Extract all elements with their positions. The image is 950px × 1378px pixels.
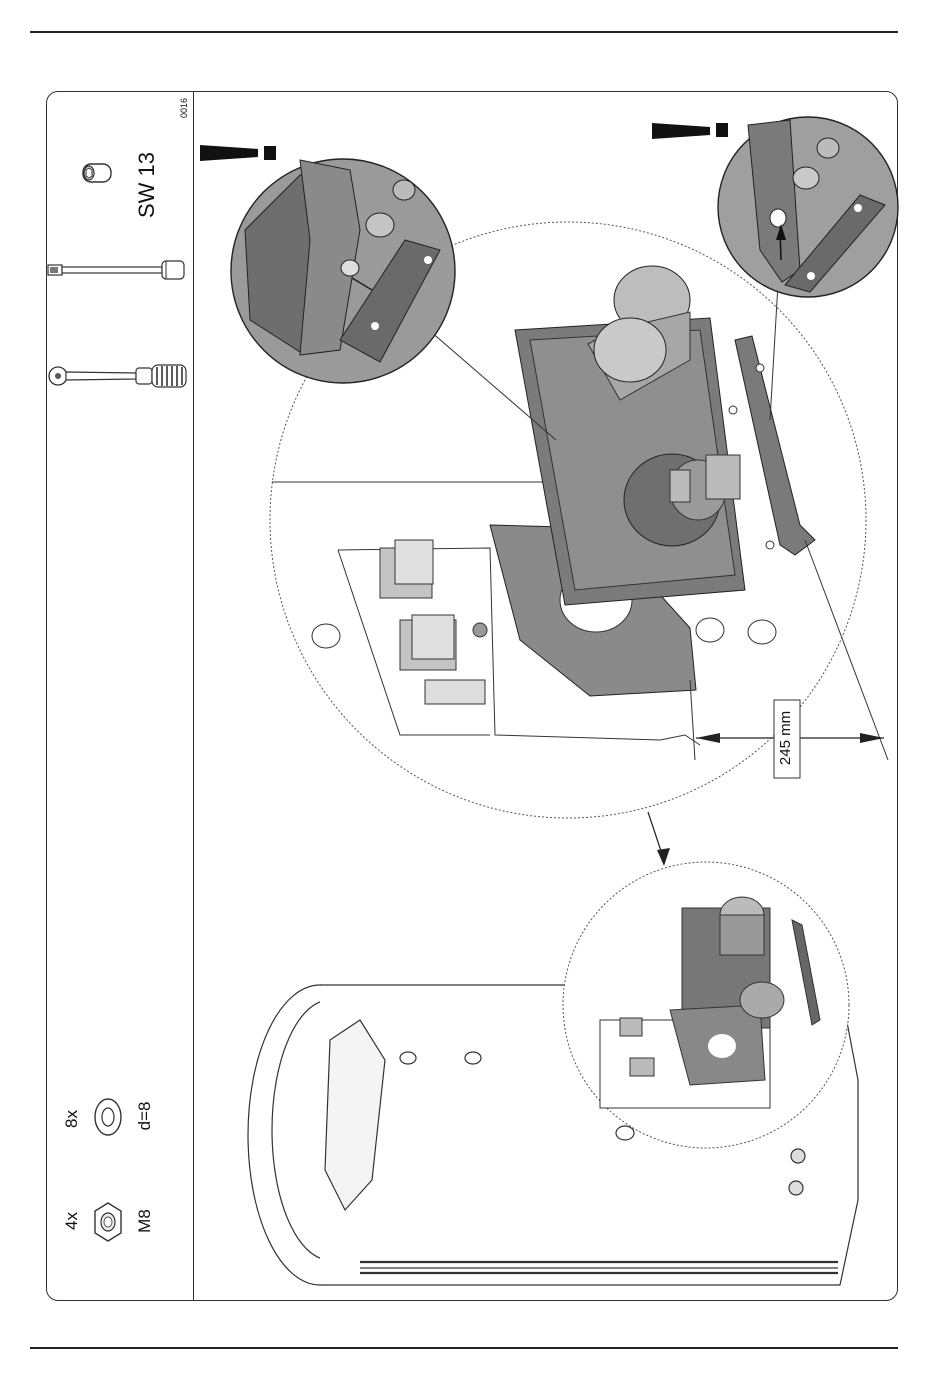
dimension-label: 245 mm	[777, 703, 797, 773]
zoom-detail-left	[231, 159, 455, 383]
zoom-detail-right	[718, 117, 898, 297]
preview-circle	[563, 862, 849, 1148]
connector-arrow	[648, 812, 670, 866]
warning-marker-left	[200, 145, 276, 161]
warning-marker-right	[652, 123, 728, 139]
